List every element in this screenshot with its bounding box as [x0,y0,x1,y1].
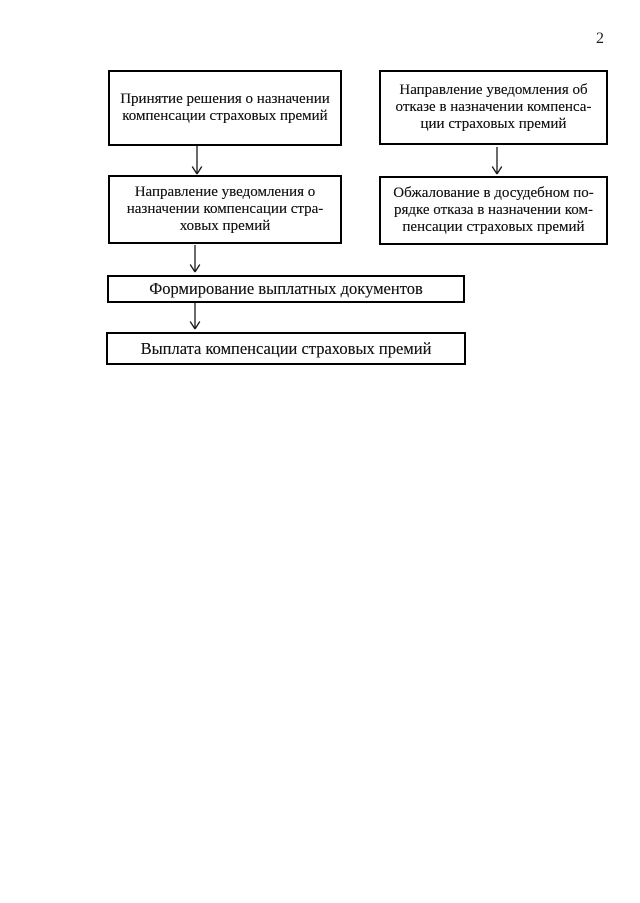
arrow-down-icon [188,245,202,273]
flow-box-payment: Выплата компенсации страховых премий [106,332,466,365]
flow-box-appeal: Обжалование в досудебном по- рядке отказ… [379,176,608,245]
flow-box-payment-docs-text: Формирование выплатных документов [149,279,423,298]
flow-box-payment-docs: Формирование выплатных документов [107,275,465,303]
arrow-down-icon [190,146,204,175]
arrow-down-icon [188,303,202,330]
page-number: 2 [596,30,604,47]
flow-box-payment-text: Выплата компенсации страховых премий [140,338,432,358]
flow-box-decision: Принятие решения о назначении компенсаци… [108,70,342,146]
arrow-down-icon [490,147,504,175]
flow-box-refusal-notice: Направление уведомления об отказе в назн… [379,70,608,145]
flow-box-appeal-text: Обжалование в досудебном по- рядке отказ… [393,185,594,235]
flow-box-award-notice: Направление уведомления о назначении ком… [108,175,342,244]
flow-box-decision-text: Принятие решения о назначении компенсаци… [120,91,330,124]
flow-box-award-notice-text: Направление уведомления о назначении ком… [126,184,324,234]
flow-box-refusal-notice-text: Направление уведомления об отказе в назн… [395,82,592,132]
